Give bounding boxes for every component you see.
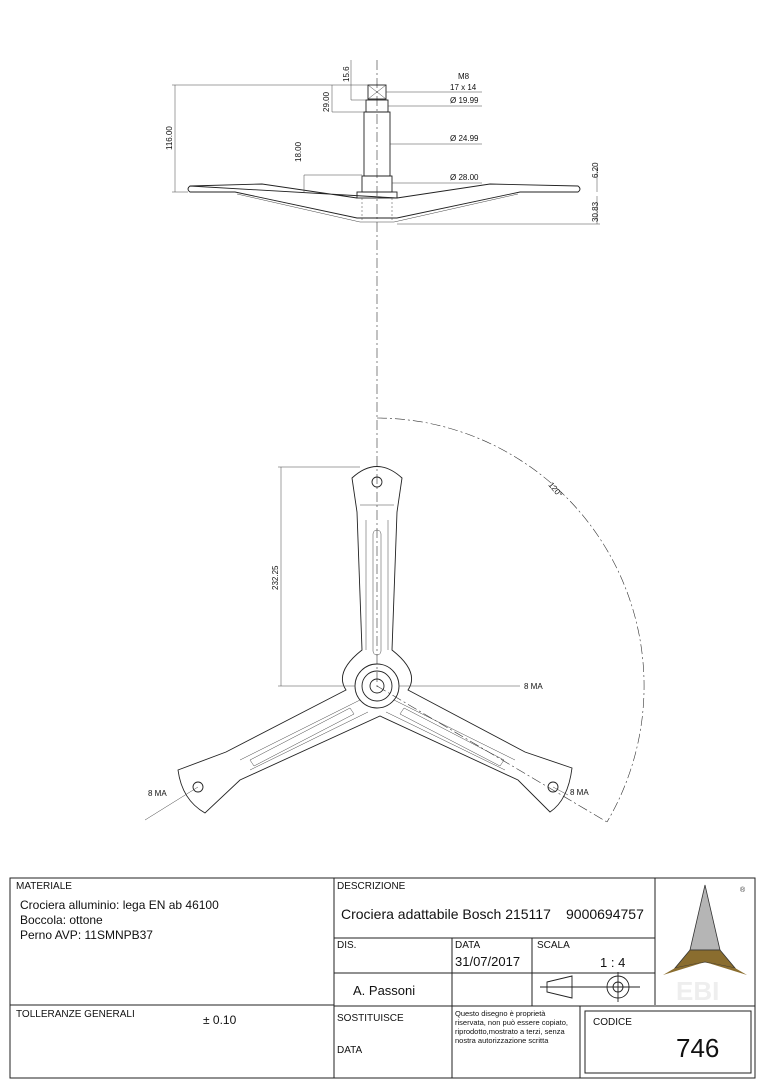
data-label: DATA [455,940,481,951]
dim-thread: M8 [458,72,470,81]
svg-text:EBI: EBI [676,976,719,1006]
hole-left [192,781,204,793]
dim-dia-3: Ø 28.00 [450,173,479,182]
codice-label: CODICE [593,1017,632,1028]
dim-square: 17 x 14 [450,83,477,92]
dim-plate-thickness: 6.20 [591,162,600,178]
dis-value: A. Passoni [353,983,416,998]
dim-arm-length: 232.25 [271,565,280,590]
dim-head-height: 15.6 [342,66,351,82]
data-value: 31/07/2017 [455,954,521,969]
projection-symbol-icon [540,972,640,1002]
descrizione-label: DESCRIZIONE [337,881,406,892]
ebi-logo: EBI ® [663,884,747,1006]
plate-profile [187,183,581,219]
dim-shaft-upper: 29.00 [322,91,331,112]
materiale-label: MATERIALE [16,881,72,892]
arm-slot-right [399,707,505,767]
hub-flange [356,191,398,199]
scala-label: SCALA [537,940,570,951]
scala-value: 1 : 4 [600,955,626,970]
dim-dia-2: Ø 24.99 [450,134,479,143]
tolleranze-label: TOLLERANZE GENERALI [16,1009,135,1020]
dim-hole-right: 8 MA [570,788,589,797]
descrizione-code: 9000694757 [566,906,644,922]
materiale-line-1: Crociera alluminio: lega EN ab 46100 [20,898,219,912]
dim-overall-height: 116.00 [165,126,174,150]
angle-arc [376,417,645,823]
plan-view: 232.25 8 MA 8 MA 8 MA 120° [144,417,645,823]
arm-slot-top [372,529,382,656]
dim-hole-center: 8 MA [524,682,543,691]
ownership-notice: Questo disegno è proprietà riservata, no… [455,1009,568,1045]
dim-hole-left: 8 MA [148,789,167,798]
arm-slot-left [249,707,355,767]
dim-angle: 120° [546,481,564,499]
spider-outline [177,466,573,814]
dim-hub-depth: 30.83 [591,201,600,222]
svg-text:®: ® [740,886,746,894]
sostituisce-data-label: DATA [337,1045,363,1056]
codice-value: 746 [676,1033,720,1063]
materiale-line-2: Boccola: ottone [20,913,103,927]
dis-label: DIS. [337,940,357,951]
title-block-grid [9,877,756,1079]
side-view: 116.00 15.6 29.00 18.00 M8 17 x 14 Ø 19.… [165,60,600,225]
dim-hub-height: 18.00 [294,141,303,162]
tolleranze-value: ± 0.10 [203,1013,237,1027]
hole-top [371,476,383,488]
descrizione-value: Crociera adattabile Bosch 215117 [341,906,551,922]
materiale-line-3: Perno AVP: 11SMNPB37 [20,928,153,942]
dim-dia-1: Ø 19.99 [450,96,479,105]
sostituisce-label: SOSTITUISCE [337,1013,404,1024]
